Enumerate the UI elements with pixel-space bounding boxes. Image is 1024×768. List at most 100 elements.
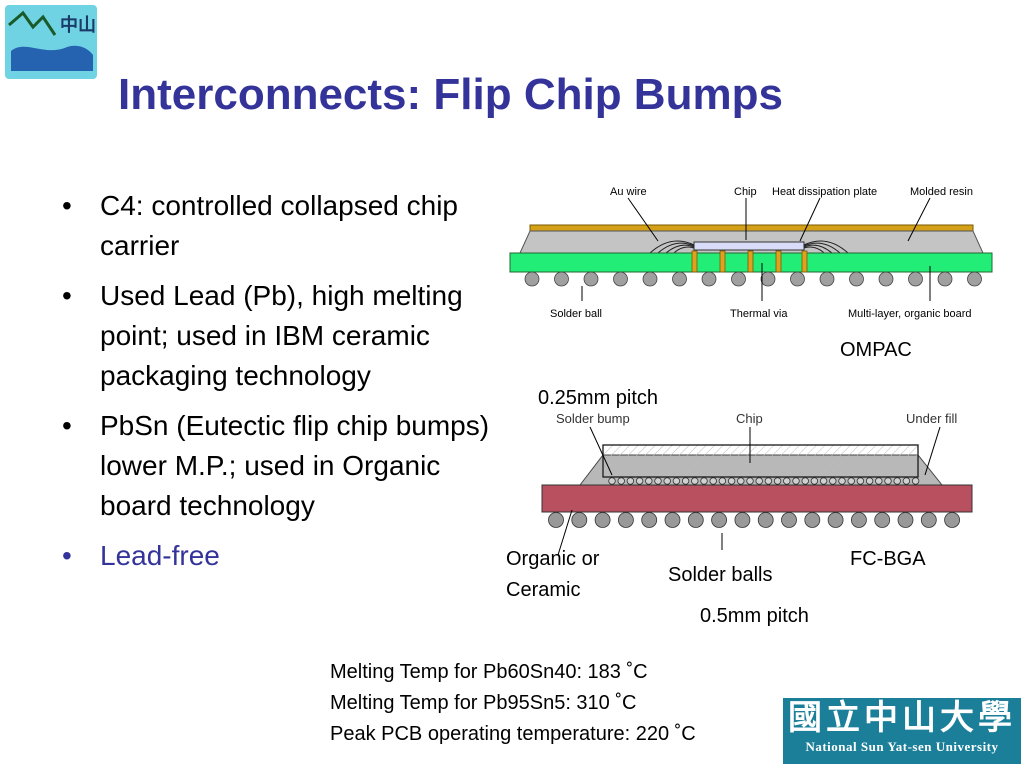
logo-english: National Sun Yat-sen University <box>805 739 999 754</box>
solder-bump <box>617 477 625 485</box>
solder-ball <box>804 512 821 528</box>
solder-bump <box>737 477 745 485</box>
label-chip-bottom: Chip <box>736 411 763 426</box>
solder-ball <box>583 271 599 287</box>
solder-bump <box>727 477 736 485</box>
solder-bump <box>783 477 791 485</box>
solder-bump <box>902 477 911 485</box>
solder-bump <box>801 477 809 485</box>
solder-ball <box>571 512 588 528</box>
label-solder-ball: Solder ball <box>550 308 602 320</box>
solder-bump <box>764 477 773 485</box>
solder-ball <box>664 512 681 528</box>
solder-bump <box>755 477 763 485</box>
bullet-lead: Used Lead (Pb), high melting point; used… <box>58 276 508 396</box>
solder-ball <box>944 512 961 528</box>
solder-bump <box>635 477 644 485</box>
solder-ball <box>642 271 658 287</box>
solder-bump <box>911 477 920 485</box>
slide-title: Interconnects: Flip Chip Bumps <box>118 70 783 119</box>
solder-bump <box>829 477 837 485</box>
university-logo: 國立中山大學 National Sun Yat-sen University <box>783 698 1021 764</box>
solder-bump <box>700 477 708 485</box>
solder-ball <box>613 271 628 287</box>
solder-bump <box>875 477 883 485</box>
bullet-c4: C4: controlled collapsed chip carrier <box>58 186 508 266</box>
pitch-bottom: 0.5mm pitch <box>700 605 809 627</box>
substrate-label-2: Ceramic <box>506 579 581 601</box>
university-emblem: 中山 <box>5 5 97 79</box>
emblem-graphic: 中山 <box>8 10 96 71</box>
solder-ball <box>731 271 746 287</box>
ompac-diagram: Au wire Chip Heat dissipation plate Mold… <box>509 186 993 320</box>
solder-bump <box>819 477 828 485</box>
bullet-pbsn: PbSn (Eutectic flip chip bumps) lower M.… <box>58 406 508 526</box>
solder-bump <box>608 477 616 485</box>
note-pcb-peak: Peak PCB operating temperature: 220 ˚C <box>330 723 696 745</box>
solder-ball <box>757 512 774 528</box>
solder-bump <box>672 477 681 485</box>
solder-ball <box>920 512 937 528</box>
solder-balls-top <box>524 271 982 287</box>
label-molded-resin: Molded resin <box>910 186 973 198</box>
solder-ball <box>819 271 835 287</box>
label-au-wire: Au wire <box>610 186 647 198</box>
solder-ball <box>760 271 776 287</box>
solder-bump <box>746 477 754 485</box>
au-wires <box>649 240 849 254</box>
solder-ball <box>548 512 564 528</box>
thermal-vias <box>691 250 808 273</box>
solder-bump <box>810 477 819 485</box>
fcbga-label: FC-BGA <box>850 548 926 570</box>
melting-notes: Melting Temp for Pb60Sn40: 183 ˚C Meltin… <box>330 657 696 750</box>
solder-bump <box>893 477 901 485</box>
solder-ball <box>618 512 634 528</box>
label-under-fill: Under fill <box>906 411 957 426</box>
solder-bump <box>865 477 874 485</box>
solder-balls-label: Solder balls <box>668 564 773 586</box>
solder-bump <box>663 477 671 485</box>
solder-ball <box>967 271 982 287</box>
solder-bump <box>838 477 846 485</box>
solder-ball <box>701 271 717 287</box>
solder-bump <box>654 477 662 485</box>
emblem-water <box>11 45 93 71</box>
solder-bump <box>709 477 717 485</box>
solder-bump <box>856 477 865 485</box>
solder-bumps <box>608 477 920 485</box>
ompac-caption: OMPAC <box>840 339 912 361</box>
solder-bump <box>792 477 800 485</box>
chip-top <box>693 241 805 251</box>
solder-ball <box>874 512 891 528</box>
note-pb95sn5: Melting Temp for Pb95Sn5: 310 ˚C <box>330 692 637 714</box>
solder-ball <box>827 512 844 528</box>
solder-bump <box>626 477 635 485</box>
emblem-mountain <box>8 10 57 36</box>
solder-ball <box>937 271 953 287</box>
solder-balls-bottom <box>548 512 961 528</box>
heat-plate <box>529 224 974 232</box>
bottom-arrows <box>557 426 941 555</box>
solder-ball <box>711 512 728 528</box>
label-chip-top: Chip <box>734 186 757 198</box>
solder-ball <box>524 271 540 287</box>
solder-ball <box>878 271 894 287</box>
solder-ball <box>781 512 797 528</box>
note-pb60sn40: Melting Temp for Pb60Sn40: 183 ˚C <box>330 661 648 683</box>
solder-ball <box>594 512 611 528</box>
solder-ball <box>897 512 914 528</box>
substrate <box>541 484 973 513</box>
fcbga-diagram: Solder bump Chip Under fill <box>541 411 973 555</box>
solder-ball <box>672 271 687 287</box>
solder-ball <box>687 512 704 528</box>
label-board: Multi-layer, organic board <box>848 308 972 320</box>
solder-ball <box>850 512 867 528</box>
pitch-top: 0.25mm pitch <box>538 387 659 409</box>
bullet-list: C4: controlled collapsed chip carrier Us… <box>58 186 508 586</box>
top-arrows <box>581 197 931 301</box>
logo-chinese: 國立中山大學 <box>788 698 1016 738</box>
solder-bump <box>681 477 690 485</box>
solder-bump <box>884 477 892 485</box>
bullet-lead-free: Lead-free <box>58 536 508 576</box>
label-thermal-via: Thermal via <box>730 308 788 320</box>
